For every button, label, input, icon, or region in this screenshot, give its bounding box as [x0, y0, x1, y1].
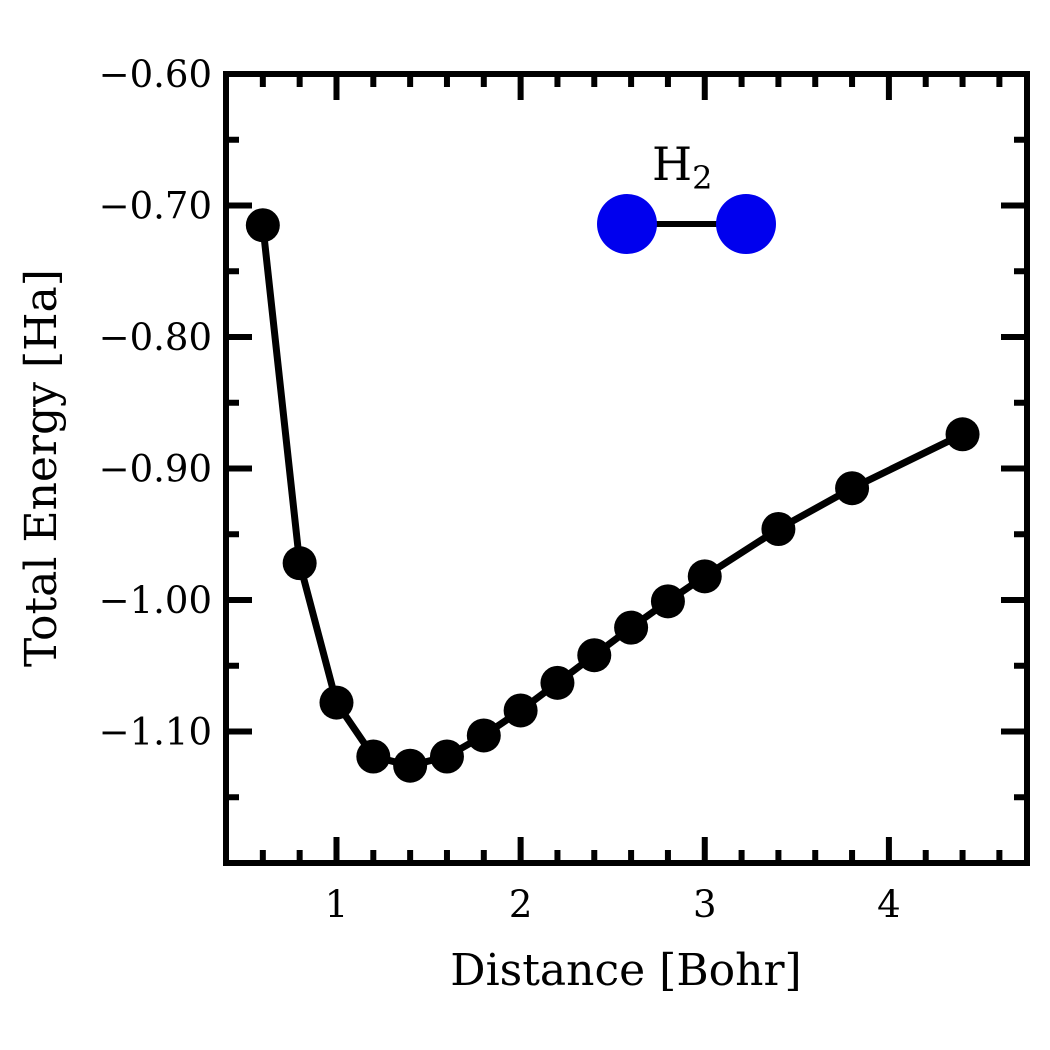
x-axis-title: Distance [Bohr] [450, 945, 801, 996]
x-tick-label: 4 [877, 883, 901, 926]
h2-molecule-annotation: H2 [597, 137, 776, 254]
y-tick-label: −1.00 [99, 579, 212, 622]
data-point [429, 739, 464, 774]
hydrogen-atom-right [716, 194, 776, 254]
x-tick-label: 3 [693, 883, 717, 926]
data-series [245, 208, 980, 783]
data-point [761, 511, 796, 546]
tick-marks [226, 71, 1027, 863]
series-line [259, 224, 965, 770]
y-tick-label: −0.80 [99, 316, 212, 359]
data-point [282, 546, 317, 581]
data-point [540, 665, 575, 700]
tick-labels: 1 2 3 4 −0.60 −0.70 −0.80 −0.90 −1.00 −1.10 [99, 53, 901, 926]
data-point [687, 559, 722, 594]
data-point [614, 610, 649, 645]
data-point [650, 584, 685, 619]
data-point [356, 739, 391, 774]
data-point [393, 748, 428, 783]
data-point [577, 638, 612, 673]
data-point [945, 417, 980, 452]
data-point [245, 208, 280, 243]
y-tick-label: −0.60 [99, 53, 212, 96]
data-point [319, 685, 354, 720]
molecule-label-subscript: 2 [692, 159, 712, 197]
y-axis-title: Total Energy [Ha] [16, 269, 67, 667]
y-tick-label: −1.10 [99, 711, 212, 754]
y-tick-label: −0.70 [99, 185, 212, 228]
plot-frame [223, 71, 1030, 866]
data-point [466, 718, 501, 753]
y-tick-label: −0.90 [99, 448, 212, 491]
x-tick-label: 1 [325, 883, 349, 926]
data-point [835, 471, 870, 506]
x-tick-label: 2 [509, 883, 533, 926]
molecule-label: H2 [652, 137, 712, 197]
data-point [503, 693, 538, 728]
hydrogen-atom-left [597, 194, 657, 254]
molecule-label-main: H [652, 137, 692, 191]
